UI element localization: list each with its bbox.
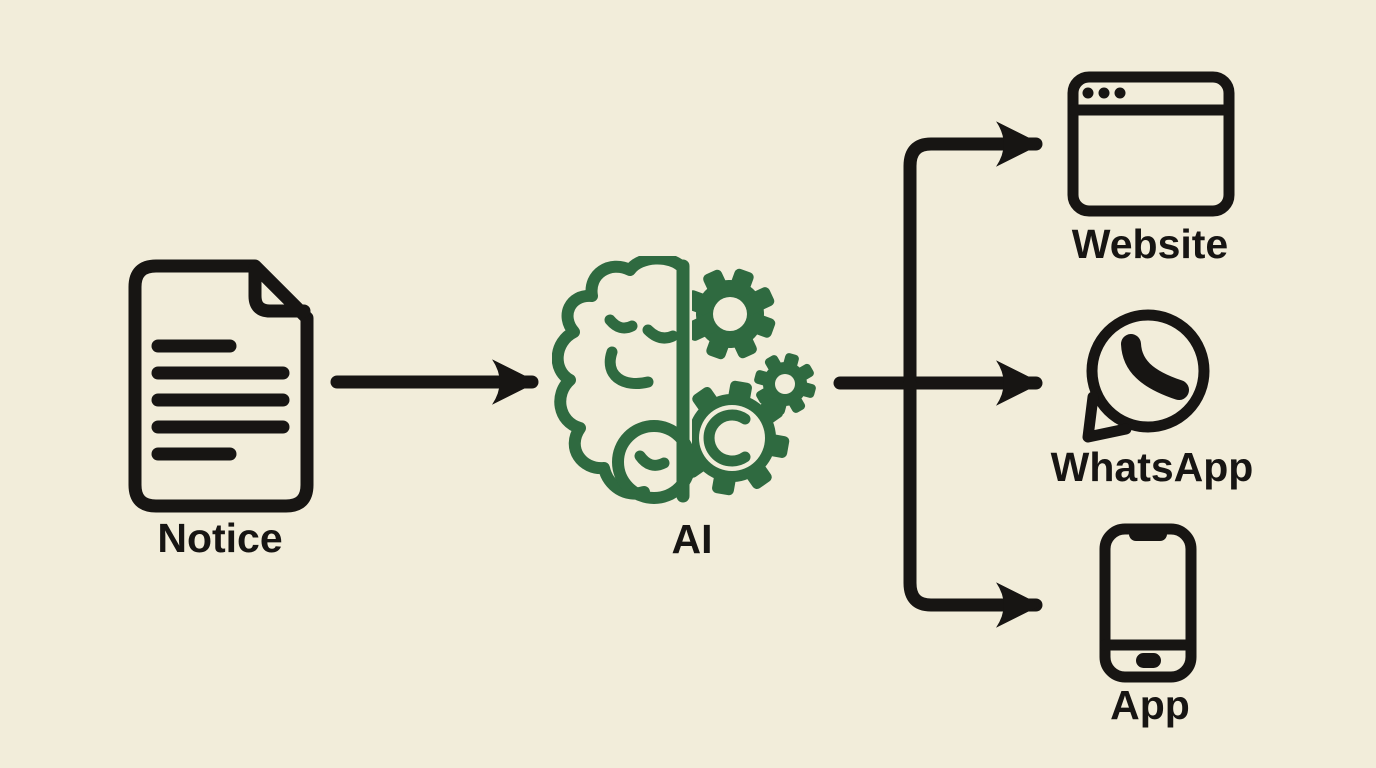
website-label: Website [1071,221,1229,267]
edge-ai-to-website [903,121,1043,390]
browser-dot [1082,87,1094,99]
home-pill [1136,653,1161,668]
browser-window-icon [1067,71,1235,217]
smartphone-icon [1099,523,1197,683]
whatsapp-label: WhatsApp [1050,444,1254,490]
document-icon [128,259,314,513]
speech-tail [1082,391,1132,443]
ai-label: AI [671,516,713,562]
brain-gears-icon [552,256,816,504]
browser-dot [1098,87,1110,99]
notice-label: Notice [157,515,283,561]
app-label: App [1110,682,1190,728]
folded-corner [248,261,311,318]
browser-dot [1114,87,1126,99]
phone-handset [1121,334,1189,400]
gears-half [692,268,816,496]
phone-notch [1129,525,1167,541]
edge-ai-to-app [903,376,1043,628]
brain-half [552,256,696,504]
whatsapp-icon [1082,309,1210,443]
